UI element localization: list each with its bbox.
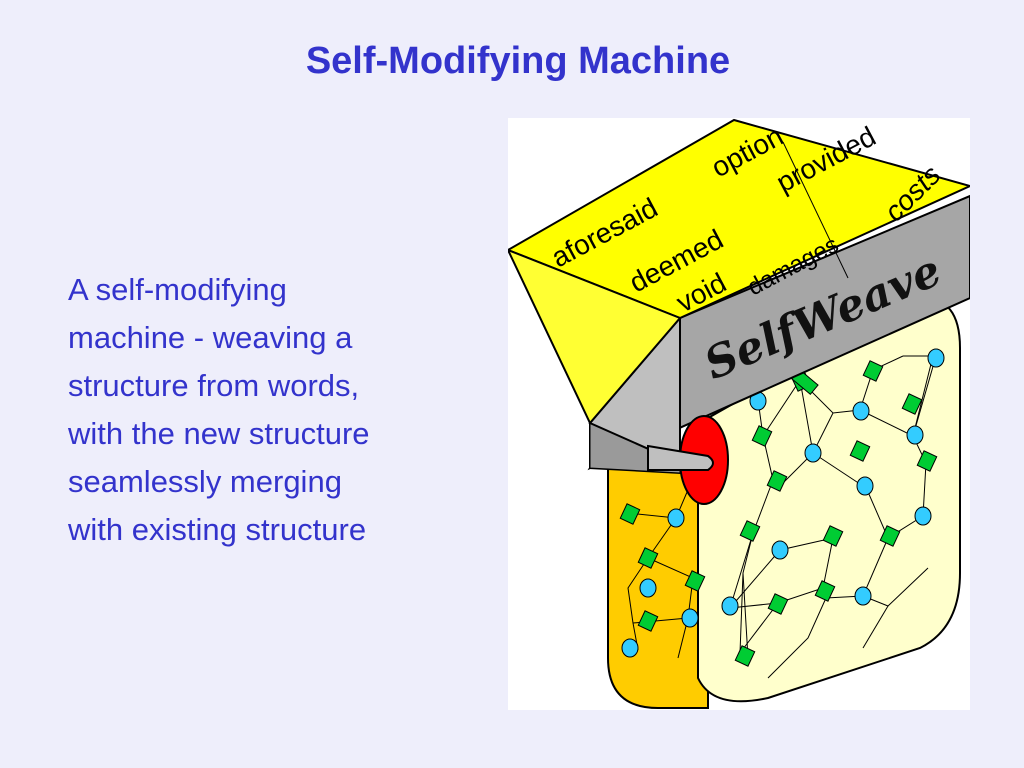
slide-title: Self-Modifying Machine xyxy=(305,40,731,82)
slide-body-text: A self-modifying machine - weaving a str… xyxy=(68,266,488,554)
roller-spindle xyxy=(647,444,714,471)
machine-drawing: option provided aforesaid costs deemed v… xyxy=(508,118,970,709)
circle-nodes xyxy=(621,348,945,658)
hopper-fold-line xyxy=(782,141,849,279)
body-line: machine - weaving a xyxy=(68,320,353,355)
word-hopper-side xyxy=(508,248,682,425)
body-line: with existing structure xyxy=(68,512,367,547)
body-line: A self-modifying xyxy=(68,272,287,307)
body-line: structure from words, xyxy=(68,368,360,403)
body-line: with the new structure xyxy=(68,416,370,451)
selfweave-machine-illustration: option provided aforesaid costs deemed v… xyxy=(508,118,970,710)
body-line: seamlessly merging xyxy=(68,464,342,499)
